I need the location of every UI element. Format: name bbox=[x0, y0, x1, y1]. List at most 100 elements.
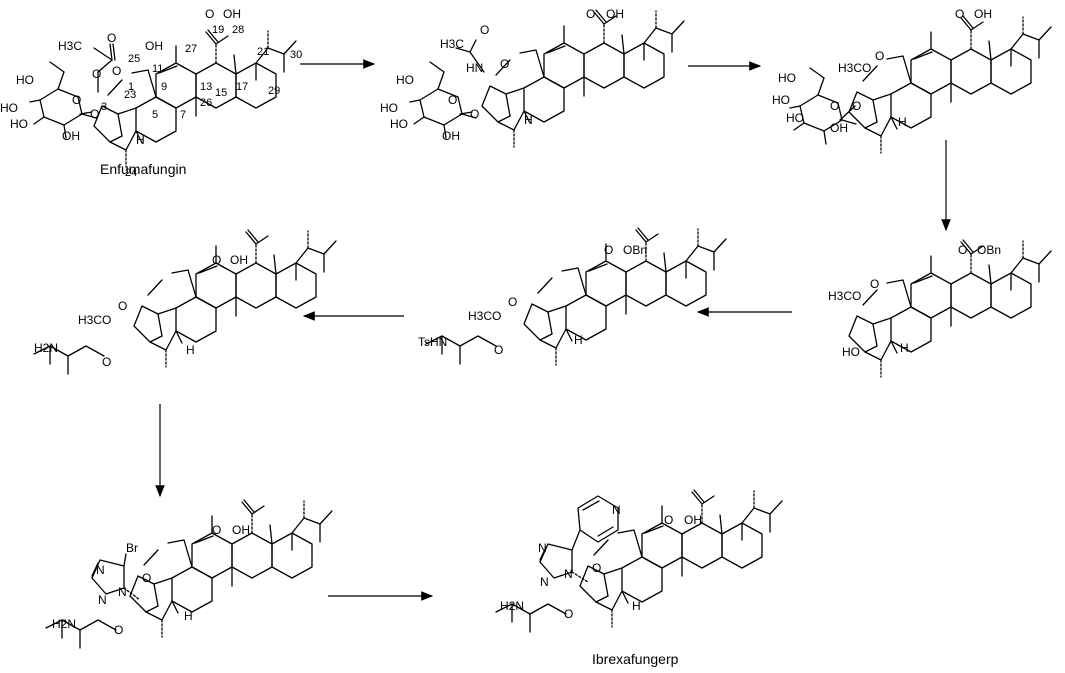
atom-label: O bbox=[830, 99, 839, 113]
atom-label: O bbox=[875, 49, 884, 63]
atom-label: O bbox=[564, 607, 573, 621]
atom-label: H bbox=[900, 341, 909, 355]
atom-label: H bbox=[574, 333, 583, 347]
atom-number: 7 bbox=[180, 109, 186, 121]
atom-label: HO bbox=[772, 93, 790, 107]
atom-label: HO bbox=[10, 117, 28, 131]
atom-label: TsHN bbox=[418, 335, 447, 349]
atom-label: O bbox=[955, 7, 964, 21]
atom-label: H2N bbox=[52, 617, 76, 631]
atom-label: H bbox=[136, 133, 145, 147]
atom-number: 17 bbox=[236, 81, 248, 93]
atom-number: 26 bbox=[200, 97, 212, 109]
atom-label: N bbox=[612, 503, 621, 517]
atom-number: 25 bbox=[128, 53, 140, 65]
atom-number: 13 bbox=[200, 81, 212, 93]
molecule-6: O OH H3CO O H2N O H bbox=[33, 229, 337, 375]
atom-label: O bbox=[494, 343, 503, 357]
molecule-1: O OH H3C O O OH O HO O HO HO OH O H 27 1… bbox=[0, 7, 302, 179]
atom-label: H bbox=[524, 113, 533, 127]
molecule-3: O OH H3CO O HO O HO HO OH O H bbox=[772, 7, 1052, 154]
atom-label: H3C bbox=[58, 39, 82, 53]
atom-label: O bbox=[205, 7, 214, 21]
atom-label: O bbox=[870, 277, 879, 291]
atom-label: OH bbox=[442, 129, 460, 143]
atom-label: O bbox=[500, 57, 509, 71]
atom-label: N bbox=[98, 593, 107, 607]
atom-number: 29 bbox=[268, 85, 280, 97]
atom-label: OH bbox=[230, 253, 248, 267]
caption-ibrexafungerp: Ibrexafungerp bbox=[592, 651, 679, 667]
atom-label: O bbox=[90, 107, 99, 121]
atom-label: O bbox=[470, 107, 479, 121]
atom-label: OH bbox=[684, 513, 702, 527]
atom-number: 27 bbox=[185, 43, 197, 55]
atom-number: 23 bbox=[124, 89, 136, 101]
atom-label: OH bbox=[145, 39, 163, 53]
atom-label: H3CO bbox=[78, 313, 111, 327]
atom-label: O bbox=[958, 243, 967, 257]
caption-enfumafungin: Enfumafungin bbox=[100, 161, 186, 177]
atom-number: 28 bbox=[232, 24, 244, 36]
atom-label: O bbox=[142, 571, 151, 585]
atom-label: O bbox=[604, 243, 613, 257]
atom-label: N bbox=[118, 585, 127, 599]
atom-label: OH bbox=[223, 7, 241, 21]
atom-label: H3C bbox=[440, 37, 464, 51]
atom-label: O bbox=[852, 99, 861, 113]
atom-label: H bbox=[898, 115, 907, 129]
atom-number: 15 bbox=[215, 87, 227, 99]
molecule-4: O OBn H3CO O HO H bbox=[828, 239, 1052, 378]
atom-label: O bbox=[586, 7, 595, 21]
atom-label: O bbox=[92, 67, 101, 81]
atom-label: HO bbox=[380, 101, 398, 115]
atom-label: OH bbox=[62, 129, 80, 143]
atom-label: N bbox=[564, 567, 573, 581]
atom-label: O bbox=[664, 513, 673, 527]
atom-label: N bbox=[96, 563, 105, 577]
atom-label: O bbox=[480, 23, 489, 37]
atom-number: 9 bbox=[161, 81, 167, 93]
atom-label: O bbox=[114, 623, 123, 637]
atom-label: N bbox=[540, 575, 549, 589]
atom-number: 30 bbox=[290, 49, 302, 61]
atom-number: 21 bbox=[257, 46, 269, 58]
atom-label: OH bbox=[232, 523, 250, 537]
molecule-2: O OH H3C O HN O HO O HO HO OH O H bbox=[380, 7, 685, 148]
atom-label: HO bbox=[786, 111, 804, 125]
atom-label: N bbox=[538, 541, 547, 555]
atom-label: OH bbox=[606, 7, 624, 21]
atom-label: HO bbox=[0, 101, 18, 115]
atom-label: O bbox=[107, 31, 116, 45]
atom-label: H2N bbox=[34, 341, 58, 355]
molecule-5: O OBn H3CO O TsHN O H bbox=[418, 227, 727, 366]
atom-label: O bbox=[112, 64, 121, 78]
atom-label: O bbox=[508, 295, 517, 309]
atom-label: HO bbox=[778, 71, 796, 85]
atom-label: Br bbox=[126, 541, 138, 555]
molecule-8: O OH N N N N O H2N O H Ibrexafungerp bbox=[495, 489, 783, 667]
atom-label: H3CO bbox=[468, 309, 501, 323]
atom-label: OH bbox=[974, 7, 992, 21]
atom-label: O bbox=[212, 253, 221, 267]
atom-label: H bbox=[186, 343, 195, 357]
atom-label: HN bbox=[466, 61, 483, 75]
atom-label: HO bbox=[842, 345, 860, 359]
atom-label: O bbox=[212, 523, 221, 537]
atom-label: O bbox=[72, 93, 81, 107]
atom-label: H3CO bbox=[838, 61, 871, 75]
atom-number: 5 bbox=[152, 109, 158, 121]
molecule-7: O OH Br N N N O H2N O H bbox=[45, 499, 333, 649]
atom-label: O bbox=[102, 355, 111, 369]
atom-label: OBn bbox=[977, 243, 1001, 257]
atom-label: O bbox=[118, 299, 127, 313]
atom-number: 11 bbox=[152, 63, 163, 75]
atom-number: 1 bbox=[128, 81, 134, 93]
atom-label: O bbox=[592, 561, 601, 575]
atom-number: 24 bbox=[125, 167, 137, 179]
atom-label: OBn bbox=[623, 243, 647, 257]
atom-label: HO bbox=[390, 117, 408, 131]
atom-label: H3CO bbox=[828, 289, 861, 303]
atom-label: H2N bbox=[500, 599, 524, 613]
